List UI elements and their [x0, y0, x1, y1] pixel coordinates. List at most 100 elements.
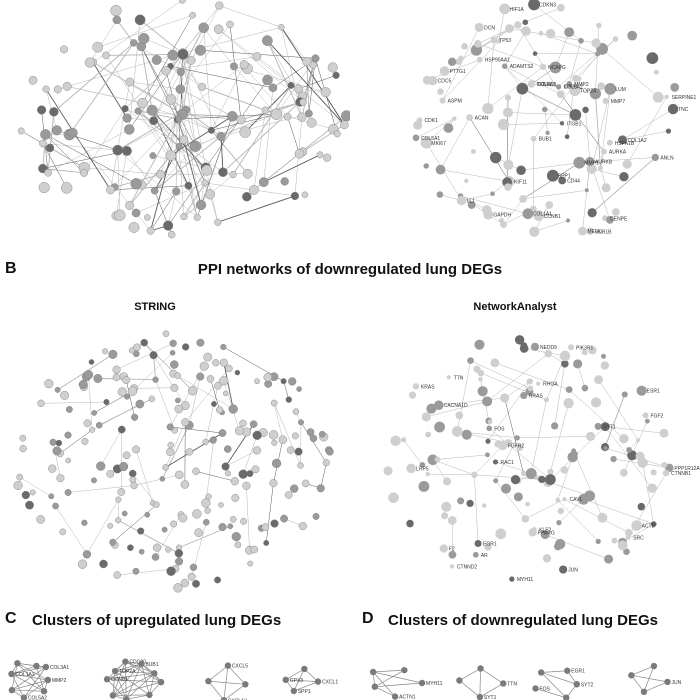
node	[189, 563, 198, 571]
node	[419, 462, 426, 468]
node	[578, 37, 584, 44]
edge	[220, 136, 224, 173]
node	[55, 439, 63, 447]
node	[138, 548, 145, 555]
node-label: KIF11	[514, 180, 527, 186]
node	[20, 694, 28, 700]
node	[500, 221, 507, 228]
node	[229, 170, 237, 179]
node-label: SYT1	[484, 695, 497, 700]
node	[106, 185, 115, 195]
node	[606, 216, 614, 224]
node	[449, 564, 455, 569]
edge	[134, 474, 180, 486]
node	[195, 199, 207, 211]
node	[456, 677, 463, 684]
node	[91, 410, 97, 416]
edge	[208, 680, 225, 700]
node	[418, 480, 430, 492]
node	[320, 87, 331, 98]
edge	[582, 161, 591, 232]
edge	[503, 123, 562, 125]
node	[106, 470, 115, 478]
node	[557, 507, 565, 515]
edge	[320, 462, 327, 489]
edge	[114, 670, 127, 700]
node	[458, 55, 464, 62]
edge	[124, 108, 180, 147]
node	[636, 438, 641, 443]
node	[60, 45, 68, 54]
node	[497, 118, 510, 131]
node	[291, 432, 299, 440]
edge	[129, 81, 181, 90]
node-label: MKI67	[431, 141, 446, 147]
node	[214, 218, 222, 226]
node	[180, 480, 190, 489]
node	[174, 372, 181, 379]
node	[163, 220, 174, 231]
node	[149, 152, 157, 159]
node	[250, 545, 259, 554]
node	[196, 372, 205, 381]
edge	[116, 19, 135, 44]
edge	[225, 450, 258, 467]
node	[477, 369, 485, 377]
node	[503, 159, 514, 171]
node-label: FOS	[540, 686, 551, 692]
node	[451, 426, 463, 437]
node	[565, 386, 573, 394]
node	[109, 692, 117, 699]
edge	[642, 462, 654, 525]
node-label: ACTN1	[399, 695, 416, 700]
edge	[115, 663, 142, 672]
node	[612, 208, 620, 216]
node	[551, 422, 559, 430]
edge	[182, 114, 202, 205]
edge	[42, 143, 67, 189]
node-label: PPP1R12A	[674, 466, 700, 472]
node	[215, 1, 224, 10]
node	[341, 110, 350, 122]
node	[533, 210, 545, 222]
node	[166, 423, 174, 431]
node	[189, 140, 202, 152]
node	[134, 14, 146, 26]
node	[144, 511, 151, 518]
edge	[437, 454, 488, 460]
edge	[165, 422, 186, 468]
node	[156, 169, 166, 179]
node	[514, 21, 522, 29]
node-label: SPP1	[558, 174, 571, 180]
node	[493, 478, 499, 484]
node	[184, 181, 193, 190]
edge	[92, 61, 183, 115]
node	[595, 538, 601, 545]
node	[227, 523, 234, 530]
node	[124, 393, 130, 400]
node	[545, 201, 554, 209]
edge	[208, 665, 229, 682]
edge	[125, 663, 142, 700]
node	[498, 217, 504, 223]
node	[175, 557, 184, 566]
edge	[595, 25, 600, 94]
edge	[45, 134, 137, 184]
node	[600, 148, 607, 155]
node	[659, 428, 669, 438]
edge	[469, 117, 510, 182]
node-label: CENPE	[610, 216, 628, 222]
node	[48, 464, 57, 473]
node	[482, 396, 493, 407]
node	[433, 400, 444, 410]
node	[198, 22, 209, 33]
node	[270, 399, 278, 407]
node	[477, 665, 484, 672]
node	[474, 22, 484, 32]
edge	[176, 119, 198, 218]
edge	[246, 485, 250, 549]
edge	[233, 66, 277, 115]
node	[466, 499, 474, 508]
